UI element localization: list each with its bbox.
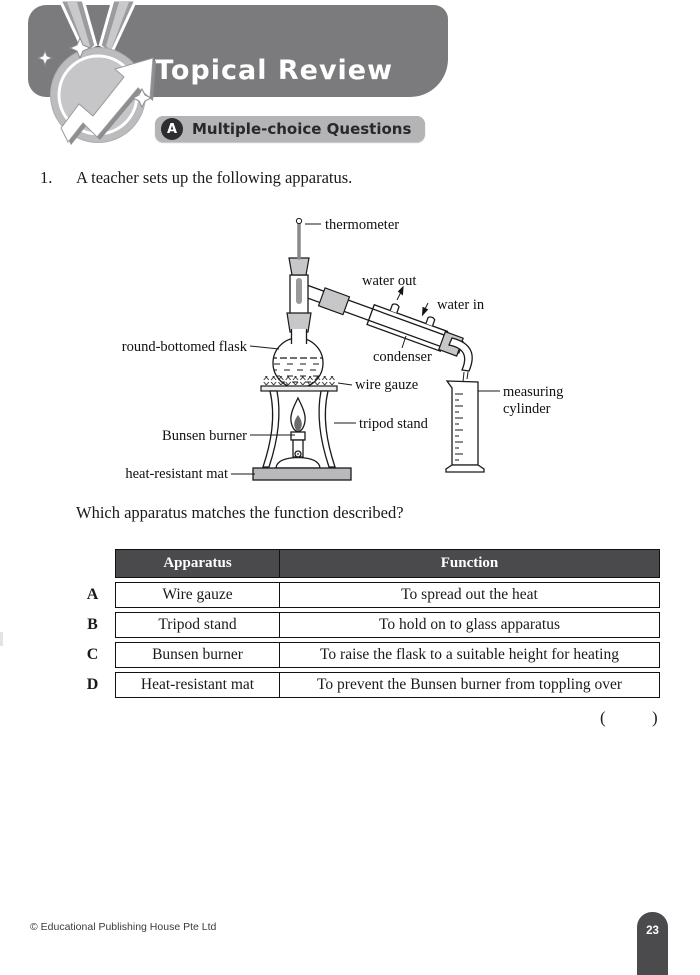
growth-arrow — [60, 57, 156, 145]
function-cell: To spread out the heat — [280, 582, 660, 608]
question-text: A teacher sets up the following apparatu… — [76, 168, 353, 187]
page-number: 23 — [646, 925, 659, 937]
table-header-row: Apparatus Function — [115, 549, 662, 578]
table-row: A Wire gauze To spread out the heat — [70, 582, 662, 608]
section-title: Multiple-choice Questions — [192, 120, 412, 138]
apparatus-cell: Tripod stand — [115, 612, 280, 638]
label-round-bottomed-flask: round-bottomed flask — [122, 339, 248, 355]
section-a-badge: A — [161, 118, 183, 140]
option-letter-b: B — [87, 616, 98, 633]
water-out-nozzle — [389, 303, 400, 314]
function-cell: To prevent the Bunsen burner from toppli… — [280, 672, 660, 698]
measuring-cylinder-shape — [445, 380, 485, 473]
answer-bracket-open: ( — [600, 708, 606, 727]
label-heat-resistant-mat: heat-resistant mat — [125, 466, 228, 482]
water-in-nozzle — [425, 316, 436, 327]
sparkle-icon — [36, 36, 153, 109]
table-row: D Heat-resistant mat To prevent the Buns… — [70, 672, 662, 698]
label-tripod-stand: tripod stand — [359, 416, 429, 432]
question-number: 1. — [40, 168, 53, 187]
label-water-out: water out — [362, 273, 416, 289]
label-condenser: condenser — [373, 349, 432, 365]
option-letter-a: A — [86, 586, 99, 603]
column-header-function: Function — [280, 549, 660, 578]
label-bunsen-burner: Bunsen burner — [162, 428, 247, 444]
answer-bracket-close: ) — [652, 708, 658, 727]
function-cell: To hold on to glass apparatus — [280, 612, 660, 638]
apparatus-cell: Wire gauze — [115, 582, 280, 608]
option-letter-d: D — [86, 676, 99, 693]
bunsen-burner-shape — [275, 396, 321, 469]
wire-gauze-shape — [263, 376, 336, 385]
label-wire-gauze: wire gauze — [355, 377, 418, 393]
table-row: B Tripod stand To hold on to glass appar… — [70, 612, 662, 638]
function-cell: To raise the flask to a suitable height … — [280, 642, 660, 668]
thermometer-shape — [295, 217, 303, 260]
leader-lines — [231, 223, 500, 475]
question-prompt: Which apparatus matches the function des… — [76, 503, 404, 522]
condenser-shape — [296, 282, 464, 357]
column-header-apparatus: Apparatus — [115, 549, 280, 578]
options-table: Apparatus Function A Wire gauze To sprea… — [70, 549, 662, 698]
label-thermometer: thermometer — [325, 217, 399, 233]
label-cylinder: cylinder — [503, 401, 551, 417]
label-measuring: measuring — [503, 384, 563, 400]
heat-resistant-mat-shape — [252, 467, 352, 481]
scan-artifact — [0, 632, 3, 646]
distillation-apparatus-diagram: thermometer water out water in round-bot… — [122, 217, 564, 482]
still-head-shape — [288, 257, 310, 318]
tripod-stand-shape — [260, 385, 338, 468]
label-water-in: water in — [437, 297, 485, 313]
medal-arrow-icon — [36, 0, 156, 145]
section-header: A Multiple-choice Questions — [155, 116, 426, 142]
copyright-text: © Educational Publishing House Pte Ltd — [30, 921, 217, 933]
page-number-tab: 23 — [637, 912, 668, 975]
table-row: C Bunsen burner To raise the flask to a … — [70, 642, 662, 668]
delivery-adapter-shape — [448, 337, 473, 372]
page-title: Topical Review — [155, 55, 394, 86]
apparatus-cell: Bunsen burner — [115, 642, 280, 668]
option-letter-c: C — [86, 646, 99, 663]
apparatus-cell: Heat-resistant mat — [115, 672, 280, 698]
